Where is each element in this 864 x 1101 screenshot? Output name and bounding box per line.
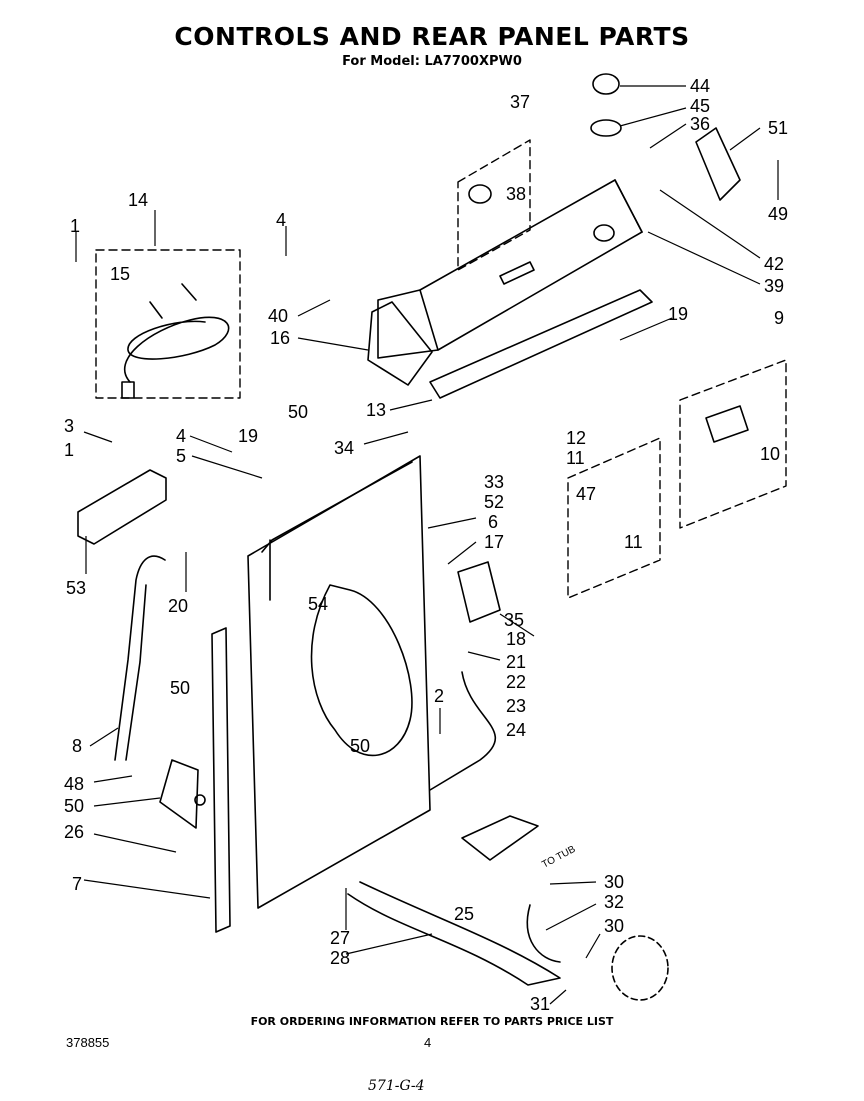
callout-8: 8	[72, 736, 82, 756]
timer-box	[679, 359, 787, 529]
callout-1: 1	[64, 440, 74, 460]
callout-27: 27	[330, 928, 350, 948]
callout-26: 26	[64, 822, 84, 842]
callout-15: 15	[110, 264, 130, 284]
callout-4: 4	[176, 426, 186, 446]
document-number: 378855	[66, 1035, 110, 1050]
handwritten-note: 571-G-4	[368, 1078, 425, 1094]
callout-51: 51	[768, 118, 788, 138]
water-valve	[457, 561, 501, 623]
pump	[461, 815, 539, 861]
knob-skirt	[590, 119, 622, 137]
callout-4: 4	[276, 210, 286, 230]
callout-42: 42	[764, 254, 784, 274]
power-cord-box	[95, 249, 241, 399]
callout-10: 10	[760, 444, 780, 464]
callout-37: 37	[510, 92, 530, 112]
callout-50: 50	[64, 796, 84, 816]
console-end-cap	[367, 301, 433, 386]
tub-hose	[526, 904, 561, 963]
timer-knob	[592, 73, 620, 95]
callout-54: 54	[308, 594, 328, 614]
timer	[705, 405, 749, 443]
callout-31: 31	[530, 994, 550, 1014]
callout-24: 24	[506, 720, 526, 740]
callout-40: 40	[268, 306, 288, 326]
control-knob	[468, 184, 492, 204]
callout-49: 49	[768, 204, 788, 224]
drain-hose-lower	[347, 881, 561, 986]
callout-30: 30	[604, 872, 624, 892]
control-knob-box	[457, 139, 531, 271]
switch-box	[567, 437, 661, 599]
callout-39: 39	[764, 276, 784, 296]
rear-panel	[247, 455, 431, 909]
model-subtitle: For Model: LA7700XPW0	[342, 54, 522, 69]
page-number: 4	[424, 1035, 432, 1050]
page-title: CONTROLS AND REAR PANEL PARTS	[174, 22, 690, 51]
callout-1: 1	[70, 216, 80, 236]
callout-32: 32	[604, 892, 624, 912]
callout-48: 48	[64, 774, 84, 794]
callout-17: 17	[484, 532, 504, 552]
fill-hose	[429, 671, 497, 791]
callout-18: 18	[506, 629, 526, 649]
callout-34: 34	[334, 438, 354, 458]
callout-50: 50	[350, 736, 370, 756]
callout-33: 33	[484, 472, 504, 492]
callout-3: 3	[64, 416, 74, 436]
drain-hose	[114, 555, 166, 761]
callout-22: 22	[506, 672, 526, 692]
callout-19: 19	[238, 426, 258, 446]
tub-flange	[611, 935, 669, 1001]
callout-6: 6	[488, 512, 498, 532]
callout-14: 14	[128, 190, 148, 210]
side-channel	[211, 627, 231, 933]
callout-25: 25	[454, 904, 474, 924]
callout-35: 35	[504, 610, 524, 630]
callout-2: 2	[434, 686, 444, 706]
callout-21: 21	[506, 652, 526, 672]
callout-7: 7	[72, 874, 82, 894]
callout-47: 47	[576, 484, 596, 504]
callout-11: 11	[624, 532, 643, 552]
wire-harness	[310, 584, 413, 757]
to-tub-label: TO TUB	[540, 844, 578, 871]
callout-9: 9	[774, 308, 784, 328]
power-cord	[123, 316, 230, 383]
callout-20: 20	[168, 596, 188, 616]
callout-45: 45	[690, 96, 710, 116]
callout-38: 38	[506, 184, 526, 204]
callout-53: 53	[66, 578, 86, 598]
callout-30: 30	[604, 916, 624, 936]
callout-12: 12	[566, 428, 586, 448]
mounting-bracket	[695, 127, 741, 201]
support-brace	[77, 469, 167, 545]
callout-50: 50	[288, 402, 308, 422]
callout-52: 52	[484, 492, 504, 512]
callout-11: 11	[566, 448, 585, 468]
ordering-note: FOR ORDERING INFORMATION REFER TO PARTS …	[250, 1015, 614, 1028]
callout-36: 36	[690, 114, 710, 134]
callout-44: 44	[690, 76, 710, 96]
console-panel	[377, 179, 643, 359]
callout-5: 5	[176, 446, 186, 466]
callout-28: 28	[330, 948, 350, 968]
callout-50: 50	[170, 678, 190, 698]
callout-13: 13	[366, 400, 386, 420]
callout-23: 23	[506, 696, 526, 716]
callout-16: 16	[270, 328, 290, 348]
callout-19: 19	[668, 304, 688, 324]
